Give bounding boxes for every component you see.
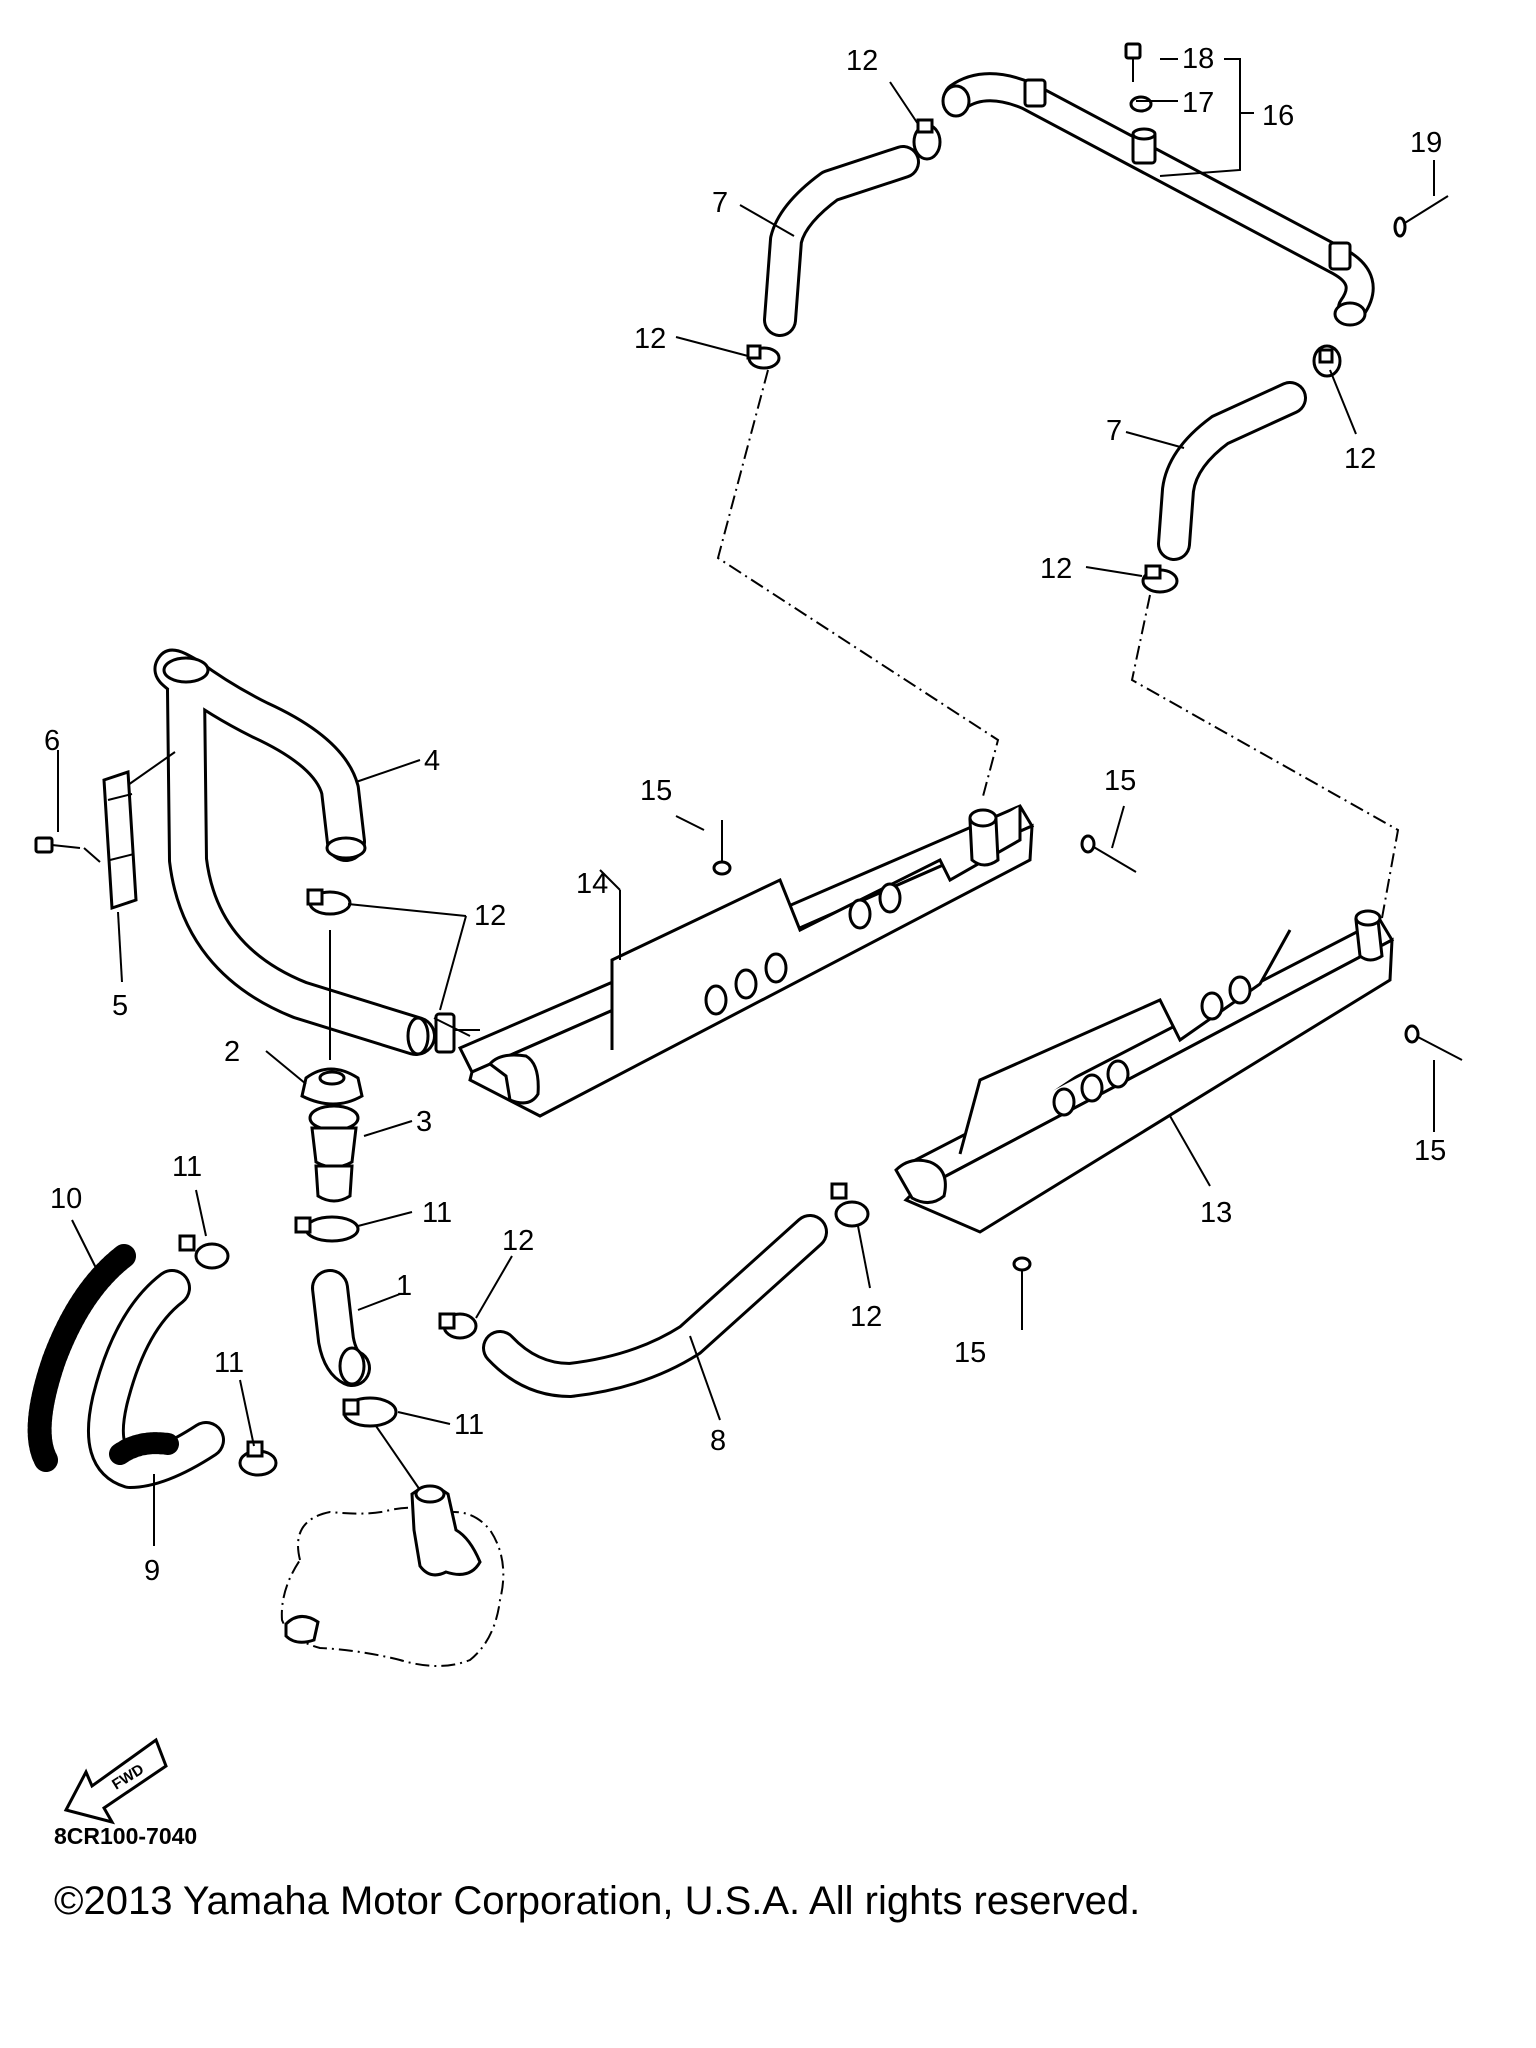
clamp-12-f — [434, 1012, 480, 1054]
callout-12-b: 12 — [634, 323, 666, 355]
callout-2: 2 — [224, 1036, 240, 1068]
callout-10: 10 — [50, 1183, 82, 1215]
clamp-12-a — [912, 118, 942, 161]
callout-14: 14 — [576, 868, 608, 900]
clamp-12-e — [306, 888, 352, 916]
chain-line-left — [716, 369, 1000, 801]
callout-labels: 1 2 3 4 5 6 7 7 8 9 10 11 11 11 11 12 12… — [44, 43, 1446, 1587]
rivet-15-b — [1080, 834, 1137, 873]
fwd-arrow-icon: FWD — [63, 1737, 168, 1825]
radiator-cap-2 — [300, 1067, 364, 1106]
callout-6: 6 — [44, 725, 60, 757]
clamp-12-g — [438, 1312, 478, 1340]
clamp-11-d — [238, 1440, 278, 1477]
rivet-19 — [1393, 195, 1449, 238]
radiator-14 — [433, 804, 1035, 1118]
callout-1: 1 — [396, 1270, 412, 1302]
hose-8 — [482, 1214, 828, 1398]
callout-12-g: 12 — [850, 1301, 882, 1333]
callout-8: 8 — [710, 1425, 726, 1457]
rivet-15-d — [1012, 1256, 1032, 1318]
callout-16: 16 — [1262, 100, 1294, 132]
hose-10-corrugated — [27, 1244, 136, 1472]
callout-15-b: 15 — [1104, 765, 1136, 797]
bolt-18 — [1124, 42, 1142, 82]
clamp-11-c — [178, 1234, 230, 1270]
leader-lines — [57, 58, 1435, 1546]
rivet-15-a — [712, 820, 732, 876]
bracket-5 — [102, 751, 176, 911]
callout-13: 13 — [1200, 1197, 1232, 1229]
callout-18: 18 — [1182, 43, 1214, 75]
callout-11-b: 11 — [422, 1197, 452, 1229]
filler-neck-3 — [308, 1104, 360, 1203]
radiator-13 — [894, 909, 1395, 1234]
clamp-12-d — [1141, 564, 1179, 594]
chain-line-right — [1130, 594, 1400, 919]
copyright-notice: ©2013 Yamaha Motor Corporation, U.S.A. A… — [54, 1879, 1140, 1923]
clamp-12-c — [1312, 344, 1342, 378]
hose-9 — [86, 1269, 225, 1489]
callout-12-a: 12 — [846, 45, 878, 77]
callout-9: 9 — [144, 1555, 160, 1587]
hose-4 — [153, 649, 436, 1056]
callout-11-d: 11 — [454, 1409, 484, 1441]
bolt-6 — [34, 836, 101, 863]
callout-12-f: 12 — [502, 1225, 534, 1257]
rivet-15-c — [1404, 1024, 1463, 1061]
clamp-12-b — [746, 344, 781, 370]
water-pump-housing — [280, 1484, 505, 1667]
callout-12-e: 12 — [474, 900, 506, 932]
callout-15-c: 15 — [1414, 1135, 1446, 1167]
callout-3: 3 — [416, 1106, 432, 1138]
callout-11-a: 11 — [172, 1151, 202, 1183]
callout-15-a: 15 — [640, 775, 672, 807]
clamp-11-a — [294, 1215, 360, 1243]
callout-5: 5 — [112, 990, 128, 1022]
callout-15-d: 15 — [954, 1337, 986, 1369]
callout-11-c: 11 — [214, 1347, 244, 1379]
callout-7-right: 7 — [1106, 415, 1122, 447]
callout-19: 19 — [1410, 127, 1442, 159]
diagram-code: 8CR100-7040 — [54, 1823, 197, 1849]
hose-7-right — [1157, 381, 1307, 561]
clamp-12-h — [830, 1182, 870, 1228]
callout-7-upper: 7 — [712, 187, 728, 219]
callout-17: 17 — [1182, 87, 1214, 119]
callout-4: 4 — [424, 745, 440, 777]
callout-12-c: 12 — [1344, 443, 1376, 475]
hose-7-upper — [763, 145, 920, 337]
upper-pipe-assembly — [941, 72, 1375, 327]
hose-1 — [311, 1269, 371, 1387]
washer-17 — [1129, 95, 1153, 113]
clamp-11-b — [342, 1396, 398, 1428]
callout-12-d: 12 — [1040, 553, 1072, 585]
